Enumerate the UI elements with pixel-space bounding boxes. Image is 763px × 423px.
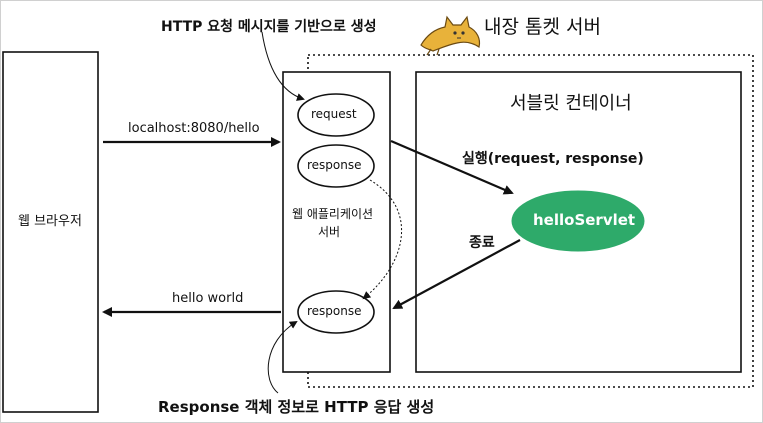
top-annotation: HTTP 요청 메시지를 기반으로 생성 — [161, 19, 377, 35]
response-object-label: response — [307, 158, 362, 172]
web-browser-box — [2, 51, 99, 413]
response-flow-dotted — [362, 179, 403, 300]
finish-label: 종료 — [469, 235, 495, 251]
tomcat-boundary — [307, 54, 754, 388]
response-ellipse — [297, 144, 375, 188]
bottom-annotation-pointer — [267, 320, 298, 394]
tomcat-cat-logo-icon — [420, 15, 481, 56]
was-label-line1: 웹 애플리케이션 — [292, 207, 374, 221]
was-label-line2: 서버 — [318, 225, 341, 239]
execute-label: 실행(request, response) — [462, 151, 644, 167]
top-annotation-pointer — [261, 31, 305, 101]
request-ellipse — [297, 93, 375, 137]
tomcat-server-title: 내장 톰켓 서버 — [484, 16, 601, 38]
response-object-label-2: response — [307, 304, 362, 318]
request-url-label: localhost:8080/hello — [128, 121, 260, 136]
servlet-container-title: 서블릿 컨테이너 — [510, 93, 632, 114]
hello-servlet-ellipse — [511, 190, 645, 252]
web-browser-label: 웹 브라우저 — [18, 214, 82, 229]
finish-arrow — [392, 239, 521, 309]
bottom-annotation: Response 객체 정보로 HTTP 응답 생성 — [158, 398, 435, 416]
request-object-label: request — [311, 107, 357, 121]
response-ellipse-2 — [297, 290, 375, 334]
hello-servlet-label: helloServlet — [533, 211, 636, 229]
execute-arrow — [390, 139, 514, 195]
response-body-label: hello world — [172, 291, 244, 306]
